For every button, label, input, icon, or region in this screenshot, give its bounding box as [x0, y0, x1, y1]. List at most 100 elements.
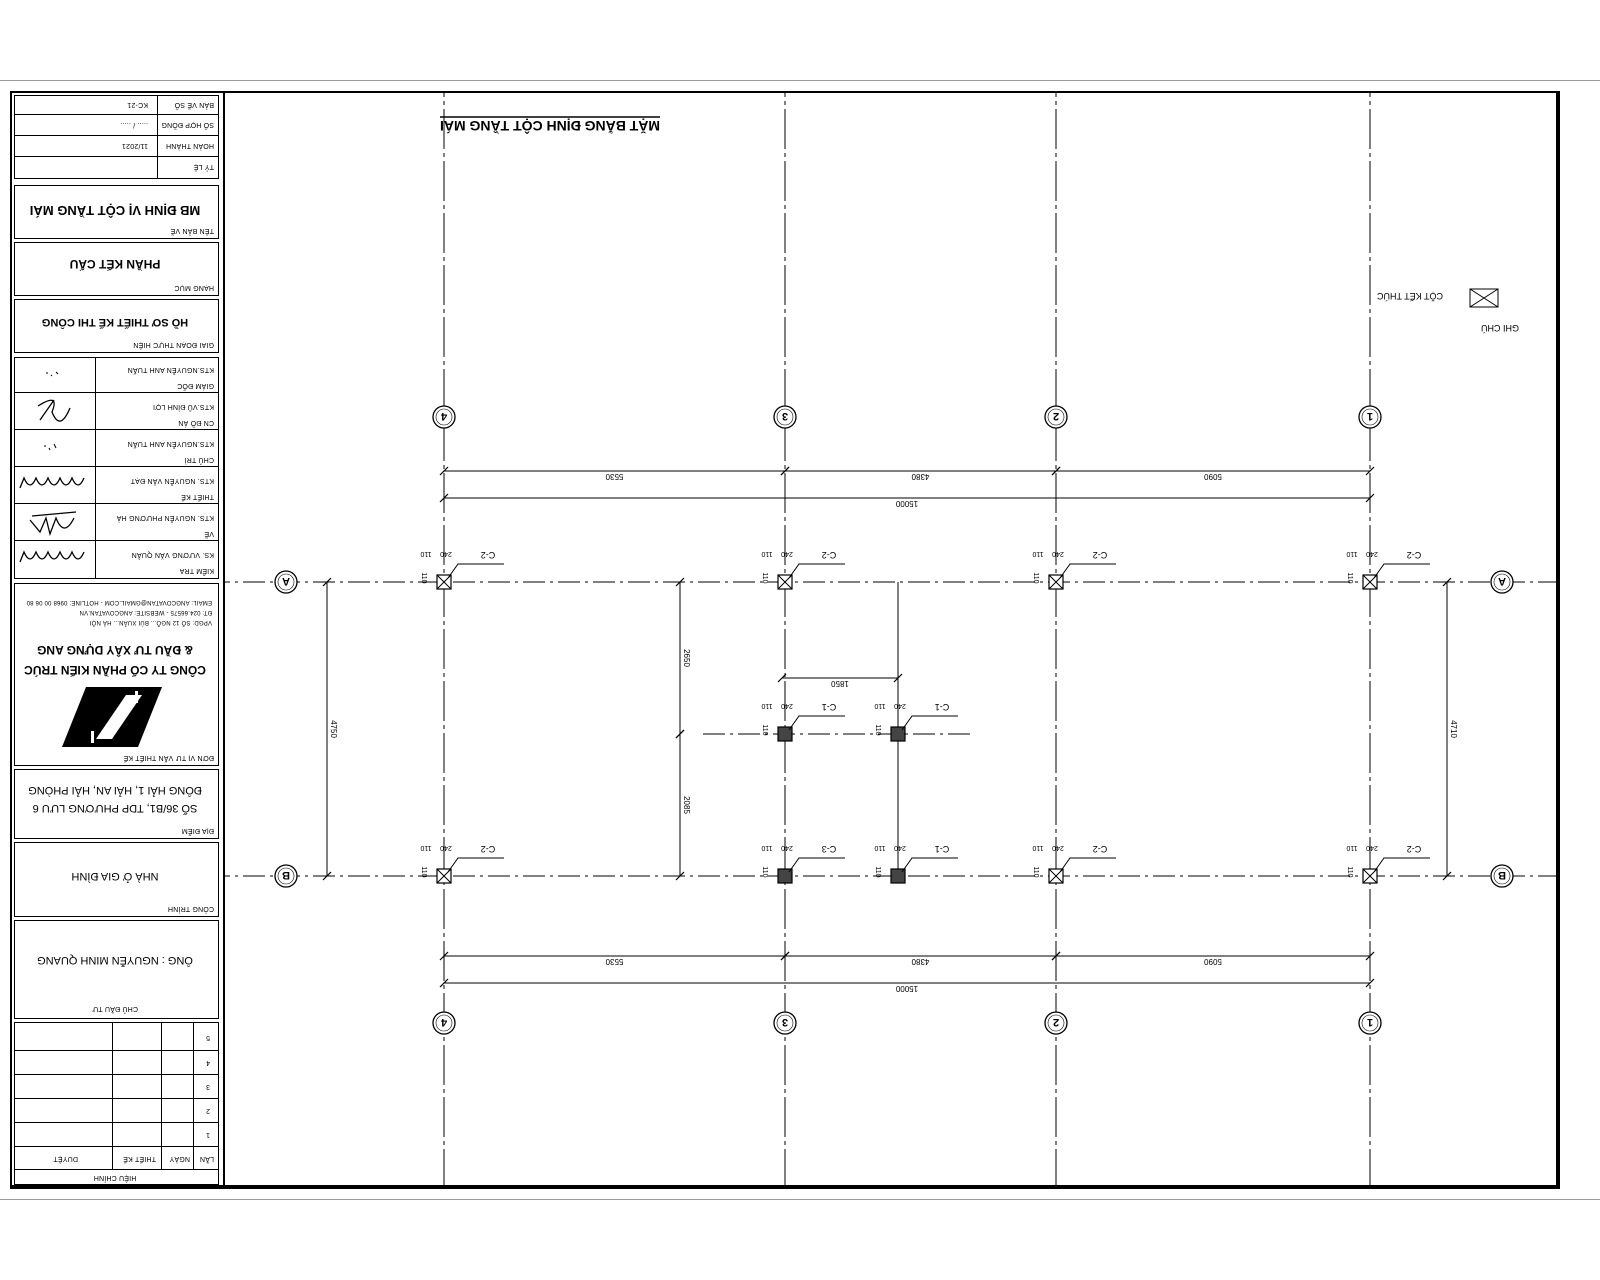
grid-bubble-a-right-label: A: [282, 575, 290, 587]
grid-bubble-4-top-inner: [435, 408, 453, 426]
dim-overall-bottom-tick: [439, 978, 449, 988]
meta-label-contract: SỐ HỢP ĐỒNG: [161, 121, 214, 128]
column-b-4-tag: C-2: [481, 844, 496, 854]
column-a-2-offset-b: 240: [1052, 550, 1064, 557]
consultant-box: ĐƠN VỊ TƯ VẤN THIẾT KẾ CÔNG TY CỔ PHẦN K…: [14, 583, 219, 766]
column-b-4-offset-b: 240: [440, 844, 452, 851]
revision-table: HIỆU CHỈNH LẦN NGÀY THIẾT KẾ DUYỆT 1 2 3…: [14, 1022, 219, 1185]
column-b-4-offset-a: 110: [420, 844, 431, 851]
location-box: ĐỊA ĐIỂM SỐ 36/B1, TDP PHƯƠNG LƯU 6 ĐÔNG…: [14, 769, 219, 839]
location-line-1: SỐ 36/B1, TDP PHƯƠNG LƯU 6: [32, 802, 198, 814]
column-mid-1-tag: C-1: [935, 702, 950, 712]
grid-bubble-a-right-inner: [277, 573, 295, 591]
sheet-name-value: MB ĐỊNH VỊ CỘT TẦNG MÁI: [29, 203, 201, 218]
column-a-4-leader: [447, 563, 504, 579]
revision-row-2: 2: [205, 1107, 210, 1114]
dim-inner-vertical-2: 2650: [682, 649, 691, 667]
dim-span-1-top: 5090: [1204, 472, 1222, 481]
column-b-2-offset-a: 110: [1032, 844, 1043, 851]
location-line-2: ĐÔNG HẢI 1, HẢI AN, HẢI PHÒNG: [28, 784, 202, 796]
category-label: HẠNG MỤC: [174, 284, 214, 291]
revision-col-ngay: NGÀY: [169, 1155, 190, 1162]
meta-label-finished: HOÀN THÀNH: [165, 142, 214, 149]
dim-span-3-bottom: 5530: [605, 957, 623, 966]
column-a-1-offset-b: 240: [1366, 550, 1378, 557]
column-b-3-leader: [788, 857, 845, 873]
column-b-2-offset-c: 110: [1032, 866, 1039, 877]
dim-inner-vertical-1: 2085: [682, 796, 691, 814]
dim-span-2-top-tick: [1051, 466, 1061, 476]
dim-vertical-left-tick: [322, 577, 332, 587]
column-a-1-offset-a: 110: [1346, 550, 1357, 557]
consultant-contact-3: EMAIL: ANGCOVATAN@GMAIL.COM - HOTLINE: 0…: [26, 599, 212, 605]
dim-span-1-top-tick: [1365, 466, 1375, 476]
column-a-3-offset-a: 110: [761, 550, 772, 557]
column-a-4-tag: C-2: [481, 550, 496, 560]
grid-bubble-a-left-inner: [1493, 573, 1511, 591]
column-mid-1-offset-b: 240: [894, 702, 906, 709]
legend-symbol-cross: [1469, 288, 1499, 308]
column-mid-1-offset-a: 110: [874, 702, 885, 709]
phase-value: HỒ SƠ THIẾT KẾ THI CÔNG: [41, 316, 189, 328]
personnel-name: KTS. NGUYỄN VĂN ĐẠT: [130, 477, 214, 484]
column-mid-2-offset-c: 110: [761, 724, 768, 735]
personnel-name: KTS.VŨ ĐÌNH LỢI: [152, 403, 214, 410]
column-b-inner: [890, 868, 906, 884]
dim-vertical-right: 4710: [1449, 720, 1458, 738]
dim-overall-top-tick: [439, 493, 449, 503]
column-b-3-tag: C-3: [822, 844, 837, 854]
meta-label-scale: TỶ LỆ: [193, 163, 214, 170]
personnel-role: CN ĐỒ ÁN: [178, 419, 214, 426]
column-b-3-offset-a: 110: [761, 844, 772, 851]
column-b-2-tag: C-2: [1093, 844, 1108, 854]
owner-box: CHỦ ĐẦU TƯ ÔNG : NGUYỄN MINH QUANG: [14, 920, 219, 1019]
column-b-1-offset-b: 240: [1366, 844, 1378, 851]
personnel-name: KTS.NGUYỄN ANH TUẤN: [127, 440, 214, 447]
sheet-meta-table: TỶ LỆ HOÀN THÀNH 11/2021 SỐ HỢP ĐỒNG ...…: [14, 95, 219, 179]
column-a-2-leader: [1059, 563, 1116, 579]
grid-bubble-b-right-inner: [277, 867, 295, 885]
dim-span-3-bottom-tick: [439, 951, 449, 961]
column-b-3-offset-b: 240: [781, 844, 793, 851]
grid-bubble-a-left-label: A: [1498, 575, 1506, 587]
column-mid-2-offset-a: 110: [761, 702, 772, 709]
dim-overall-top: 15000: [895, 499, 918, 508]
column-mid-1-leader: [901, 715, 958, 731]
revision-row-3: 3: [205, 1083, 210, 1090]
sheet-name-label: TÊN BẢN VẼ: [170, 227, 214, 234]
dim-span-1-bottom-tick: [1365, 951, 1375, 961]
column-a-4-offset-b: 240: [440, 550, 452, 557]
revision-row-5: 5: [205, 1034, 210, 1041]
column-mid-2-leader: [788, 715, 845, 731]
category-value: PHẦN KẾT CẤU: [69, 257, 161, 271]
company-logo: [62, 687, 162, 747]
grid-bubble-3-top-inner: [776, 408, 794, 426]
column-b-4-leader: [447, 857, 504, 873]
dim-span-3-bottom-tick: [780, 951, 790, 961]
grid-bubble-3-top-label: 3: [782, 410, 788, 422]
dim-inner-vertical-2-tick: [675, 577, 685, 587]
grid-bubble-4-bottom-label: 4: [440, 1016, 447, 1028]
column-a-1-tag: C-2: [1407, 550, 1422, 560]
column-b-2-leader: [1059, 857, 1116, 873]
grid-bubble-1-top-label: 1: [1367, 410, 1373, 422]
personnel-role: VẼ: [204, 530, 214, 537]
column-b-inner-offset-b: 240: [894, 844, 906, 851]
dim-overall-top-tick: [1365, 493, 1375, 503]
column-a-1-leader: [1373, 563, 1430, 579]
grid-bubble-1-bottom-inner: [1361, 1014, 1379, 1032]
column-a-4-offset-a: 110: [420, 550, 431, 557]
column-a-2-tag: C-2: [1093, 550, 1108, 560]
consultant-name-2: & ĐẦU TƯ XÂY DỰNG ANG: [37, 643, 193, 657]
dim-vertical-left: 4750: [329, 720, 338, 738]
column-mid-1: [890, 726, 906, 742]
meta-label-sheet-no: BẢN VẼ SỐ: [174, 101, 214, 108]
dim-span-2-top: 4380: [911, 472, 929, 481]
revision-col-lan: LẦN: [199, 1155, 214, 1162]
column-mid-2-offset-b: 240: [781, 702, 793, 709]
personnel-name: KS. VƯƠNG VĂN QUÂN: [131, 551, 214, 558]
column-a-3-tag: C-2: [822, 550, 837, 560]
column-b-2-offset-b: 240: [1052, 844, 1064, 851]
column-a-4-offset-c: 110: [420, 572, 427, 583]
revision-header: HIỆU CHỈNH: [93, 1174, 137, 1181]
